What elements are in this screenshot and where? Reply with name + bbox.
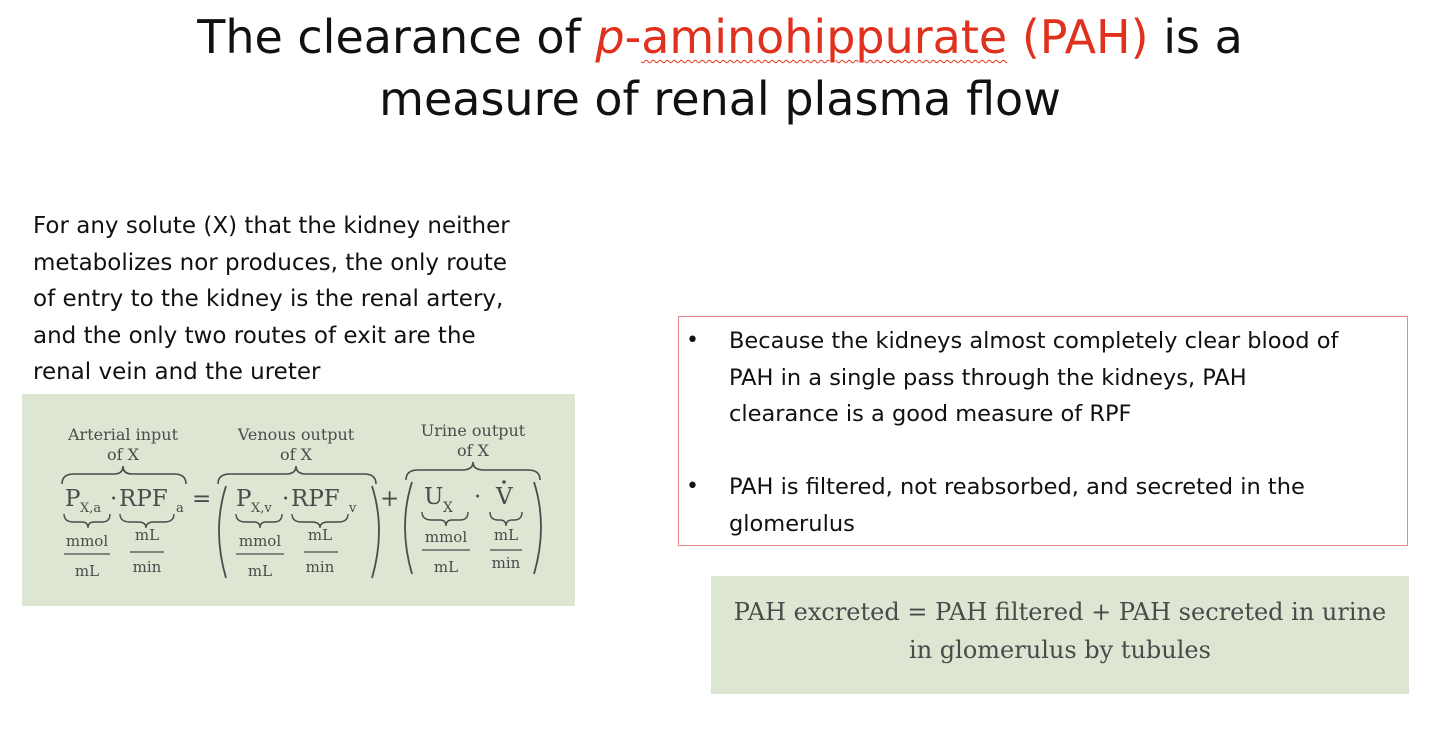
unit-ml: mL [434, 558, 458, 576]
eq-p-arterial: P [65, 486, 80, 512]
underbrace [235, 513, 283, 529]
intro-line: For any solute (X) that the kidney neith… [33, 213, 510, 239]
underbrace [421, 511, 469, 527]
intro-paragraph: For any solute (X) that the kidney neith… [33, 208, 593, 391]
bullet-line: clearance is a good measure of RPF [729, 401, 1132, 427]
intro-line: renal vein and the ureter [33, 359, 321, 385]
eq-sub-a: a [176, 501, 184, 516]
venous-label-line2: of X [280, 445, 313, 464]
venous-overbrace [217, 465, 377, 485]
unit-min: min [133, 558, 162, 576]
pah-equation-line-1: PAH excreted = PAH filtered + PAH secret… [733, 598, 1387, 626]
bullet-item: • PAH is filtered, not reabsorbed, and s… [686, 469, 1404, 542]
mass-balance-equation-box: Arterial input of X Venous output of X U… [22, 394, 575, 606]
bullet-dot: • [686, 474, 699, 499]
underbrace [489, 511, 523, 527]
unit-mmol: mmol [239, 532, 281, 550]
title-dash: - [624, 10, 642, 64]
eq-p-venous: P [236, 486, 251, 512]
bullet-line: PAH in a single pass through the kidneys… [729, 364, 1247, 391]
v-dot-accent [502, 480, 506, 484]
unit-mmol: mmol [425, 528, 467, 546]
title-aminohippurate: aminohippurate [641, 10, 1008, 64]
unit-ml: mL [248, 562, 272, 580]
eq-v-dot: V [495, 484, 513, 510]
eq-sub-v: v [348, 501, 357, 516]
unit-ml: mL [308, 526, 332, 544]
underbrace [63, 513, 111, 529]
bullet-box: • Because the kidneys almost completely … [678, 316, 1408, 546]
bullet-line: PAH is filtered, not reabsorbed, and sec… [729, 474, 1305, 500]
bullet-item: • Because the kidneys almost completely … [686, 323, 1404, 433]
title-p-italic: p [595, 10, 625, 64]
unit-min: min [492, 554, 521, 572]
right-paren [533, 481, 542, 575]
eq-dot-2: · [282, 486, 289, 512]
eq-plus: + [380, 486, 399, 512]
underbrace [119, 513, 175, 529]
eq-sub-x: X [443, 500, 453, 516]
title-line-1: The clearance of p-aminohippurate (PAH) … [0, 6, 1440, 68]
eq-u: U [424, 484, 443, 510]
unit-ml: mL [135, 526, 159, 544]
arterial-label-line2: of X [107, 445, 140, 464]
intro-line: of entry to the kidney is the renal arte… [33, 286, 504, 312]
underbrace [291, 513, 349, 529]
eq-rpf-arterial: RPF [119, 486, 168, 512]
title-text-a: The clearance of [197, 10, 596, 64]
eq-sub-xa: X,a [80, 501, 101, 516]
urine-label-line1: Urine output [421, 421, 526, 440]
arterial-overbrace [61, 465, 187, 485]
urine-label-line2: of X [457, 441, 490, 460]
unit-min: min [306, 558, 335, 576]
intro-line: metabolizes nor produces, the only route [33, 249, 508, 276]
pah-equation-box: PAH excreted = PAH filtered + PAH secret… [711, 576, 1409, 694]
bullet-dot: • [686, 328, 699, 353]
mass-balance-equation: Arterial input of X Venous output of X U… [61, 421, 542, 580]
venous-label-line1: Venous output [237, 425, 355, 444]
eq-sub-xv: X,v [251, 501, 272, 516]
title-line-2: measure of renal plasma flow [379, 72, 1061, 126]
bullet-line: glomerulus [729, 510, 855, 537]
unit-mmol: mmol [66, 532, 108, 550]
bullet-line: Because the kidneys almost completely cl… [729, 328, 1339, 354]
unit-ml: mL [75, 562, 99, 580]
pah-equation-line-2: in glomerulus by tubules [909, 636, 1211, 664]
eq-dot-1: · [110, 486, 117, 512]
title-text-b: is a [1148, 10, 1243, 64]
urine-overbrace [405, 461, 541, 481]
right-paren [371, 485, 380, 579]
eq-rpf-venous: RPF [291, 486, 340, 512]
title-pah: (PAH) [1007, 10, 1149, 64]
left-paren [218, 485, 227, 579]
arterial-label-line1: Arterial input [67, 425, 179, 444]
slide-title: The clearance of p-aminohippurate (PAH) … [0, 6, 1440, 130]
eq-dot-3: · [474, 484, 481, 510]
intro-line: and the only two routes of exit are the [33, 322, 476, 349]
left-paren [404, 481, 413, 575]
unit-ml: mL [494, 526, 518, 544]
eq-equals: = [192, 486, 211, 512]
